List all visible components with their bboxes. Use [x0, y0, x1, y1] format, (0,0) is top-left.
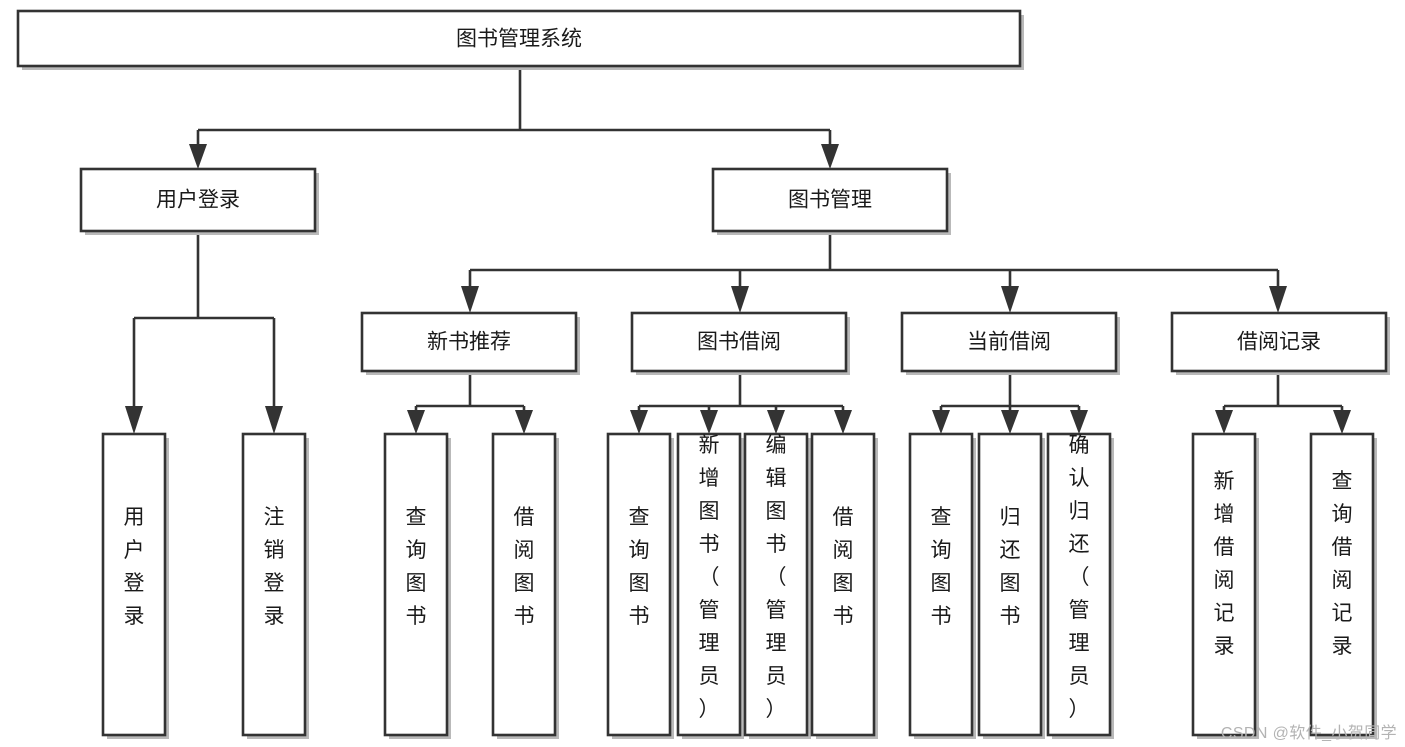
node-borrow-records[interactable]: 借阅记录	[1170, 311, 1390, 375]
leaf-add-borrow-record[interactable]: 新增借阅记录	[1191, 432, 1259, 739]
leaf-confirm-return-label: 确认归还（管理员）	[1069, 434, 1090, 721]
leaf-add-borrow-record-label: 新增借阅记录	[1214, 470, 1235, 658]
arrow-to-query-book-a	[407, 410, 425, 434]
arrow-to-leaf-user-login	[125, 406, 143, 434]
arrow-to-book-borrow	[731, 286, 749, 313]
leaf-return-book[interactable]: 归还图书	[977, 432, 1045, 739]
leaf-query-borrow-record-box	[1309, 432, 1375, 737]
leaf-logout-label: 注销登录	[264, 506, 285, 628]
arrow-to-query-book-b	[630, 410, 648, 434]
node-user-login-box	[79, 167, 317, 233]
leaf-logout[interactable]: 注销登录	[241, 432, 309, 739]
arrow-to-add-record	[1215, 410, 1233, 434]
arrow-to-book-mgmt	[821, 144, 839, 169]
node-root[interactable]: 图书管理系统	[16, 9, 1024, 70]
arrow-to-add-book	[700, 410, 718, 434]
leaf-user-login-label: 用户登录	[124, 506, 145, 628]
leaf-edit-book[interactable]: 编辑图书（管理员）	[743, 432, 811, 739]
node-book-borrow-label: 图书借阅	[697, 331, 781, 354]
node-root-label: 图书管理系统	[456, 28, 582, 51]
leaf-query-book-current-label: 查询图书	[931, 506, 952, 628]
node-user-login[interactable]: 用户登录	[79, 167, 319, 235]
leaf-edit-book-label: 编辑图书（管理员）	[766, 434, 787, 721]
node-current-borrow[interactable]: 当前借阅	[900, 311, 1120, 375]
arrow-to-return-book	[1001, 410, 1019, 434]
leaf-query-book-newbook-label: 查询图书	[406, 506, 427, 628]
arrow-to-borrow-book-a	[515, 410, 533, 434]
node-user-login-label: 用户登录	[156, 189, 240, 212]
leaf-query-book-newbook-box	[383, 432, 449, 737]
arrow-to-current-borrow	[1001, 286, 1019, 313]
leaf-user-login[interactable]: 用户登录	[101, 432, 169, 739]
node-current-borrow-label: 当前借阅	[967, 331, 1051, 354]
leaf-confirm-return-box	[1046, 432, 1112, 737]
leaf-confirm-return[interactable]: 确认归还（管理员）	[1046, 432, 1114, 739]
node-book-mgmt[interactable]: 图书管理	[711, 167, 951, 235]
leaf-user-login-box	[101, 432, 167, 737]
arrow-to-borrow-records	[1269, 286, 1287, 313]
leaf-borrow-book-newbook-box	[491, 432, 557, 737]
leaf-return-book-label: 归还图书	[1000, 506, 1021, 628]
leaf-query-book-current-box	[908, 432, 974, 737]
arrow-to-new-book	[461, 286, 479, 313]
leaf-query-book-borrow[interactable]: 查询图书	[606, 432, 674, 739]
leaf-add-book-box	[676, 432, 742, 737]
node-borrow-records-box	[1170, 311, 1388, 373]
leaf-borrow-book-borrow-label: 借阅图书	[833, 506, 854, 628]
leaf-query-book-borrow-box	[606, 432, 672, 737]
leaf-logout-box	[241, 432, 307, 737]
arrow-to-borrow-book-b	[834, 410, 852, 434]
connector-layer	[125, 68, 1351, 434]
leaf-query-book-borrow-label: 查询图书	[629, 506, 650, 628]
leaf-add-borrow-record-box	[1191, 432, 1257, 737]
node-borrow-records-label: 借阅记录	[1237, 331, 1321, 354]
leaf-borrow-book-borrow[interactable]: 借阅图书	[810, 432, 878, 739]
node-root-box	[16, 9, 1022, 68]
node-book-mgmt-label: 图书管理	[788, 189, 872, 212]
leaf-borrow-book-borrow-box	[810, 432, 876, 737]
node-current-borrow-box	[900, 311, 1118, 373]
node-book-borrow-box	[630, 311, 848, 373]
leaf-edit-book-box	[743, 432, 809, 737]
arrow-to-query-record	[1333, 410, 1351, 434]
arrow-to-query-book-c	[932, 410, 950, 434]
leaf-query-book-current[interactable]: 查询图书	[908, 432, 976, 739]
node-book-mgmt-box	[711, 167, 949, 233]
leaf-add-book-label: 新增图书（管理员）	[699, 434, 720, 721]
leaf-query-borrow-record-label: 查询借阅记录	[1332, 470, 1353, 658]
leaf-add-book[interactable]: 新增图书（管理员）	[676, 432, 744, 739]
node-new-book-recommend-label: 新书推荐	[427, 331, 511, 354]
leaf-query-borrow-record[interactable]: 查询借阅记录	[1309, 432, 1377, 739]
leaf-borrow-book-newbook[interactable]: 借阅图书	[491, 432, 559, 739]
arrow-to-edit-book	[767, 410, 785, 434]
leaf-query-book-newbook[interactable]: 查询图书	[383, 432, 451, 739]
node-new-book-recommend[interactable]: 新书推荐	[360, 311, 580, 375]
arrow-to-leaf-logout	[265, 406, 283, 434]
arrow-to-user-login	[189, 144, 207, 169]
arrow-to-confirm-return	[1070, 410, 1088, 434]
leaf-return-book-box	[977, 432, 1043, 737]
leaf-borrow-book-newbook-label: 借阅图书	[514, 506, 535, 628]
node-new-book-recommend-box	[360, 311, 578, 373]
node-book-borrow[interactable]: 图书借阅	[630, 311, 850, 375]
